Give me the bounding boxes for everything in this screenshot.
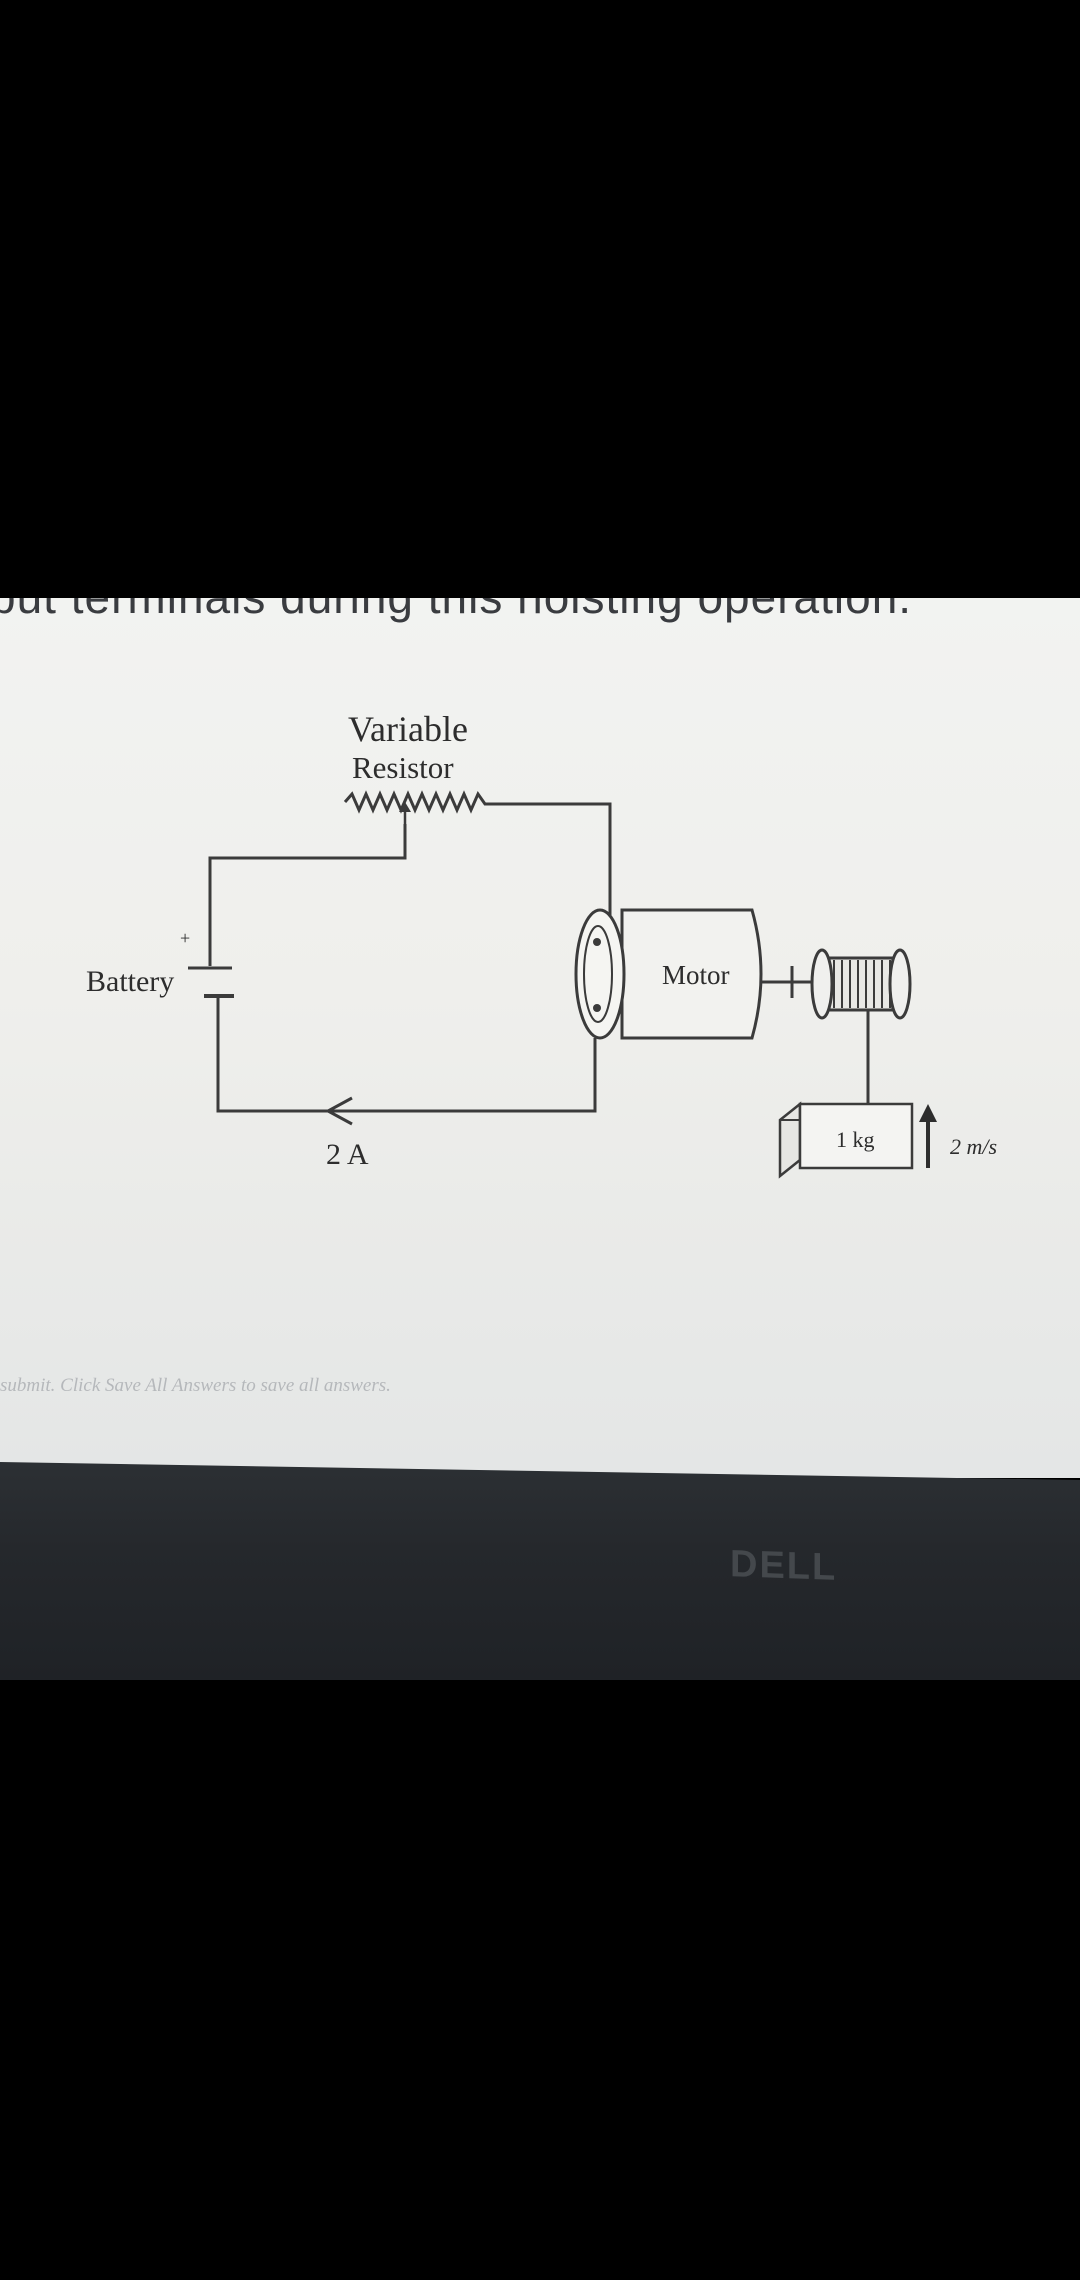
resistor-wiper-arrow-icon: [399, 802, 411, 812]
mass-block: [778, 1101, 914, 1179]
battery-label: Battery: [86, 965, 174, 998]
motor-terminal-bottom: [593, 1004, 601, 1012]
velocity-arrow-head-icon: [919, 1104, 937, 1122]
question-text: put terminals during this hoisting opera…: [0, 598, 912, 624]
motor-body: [620, 908, 763, 1040]
mass-label: 1 kg: [836, 1127, 875, 1152]
circuit-diagram: Variable Resistor Battery + Motor: [86, 709, 997, 1179]
resistor-label-line1: Variable: [348, 709, 468, 749]
motor-commutator: [583, 925, 613, 1023]
battery-plus-sign: +: [180, 928, 190, 948]
submit-instructions: submit. Click Save All Answers to save a…: [0, 1375, 391, 1396]
motor-terminal-top: [593, 938, 601, 946]
circuit-wires: [208, 802, 870, 1113]
laptop-bezel: [0, 1462, 1080, 1680]
wire-top-left: [208, 824, 407, 966]
resistor-icon: [343, 790, 490, 814]
current-arrow-icon: [324, 1096, 353, 1126]
dell-logo: DELL: [730, 1543, 838, 1589]
current-label: 2 A: [326, 1138, 369, 1171]
wire-top-right: [490, 802, 612, 916]
motor-label: Motor: [662, 960, 730, 990]
resistor-label-line2: Resistor: [352, 750, 454, 785]
velocity-label: 2 m/s: [950, 1134, 997, 1159]
wire-bottom: [216, 996, 597, 1113]
spool-icon: [810, 948, 912, 1020]
battery-icon: [188, 966, 234, 998]
laptop-screen: put terminals during this hoisting opera…: [0, 598, 1080, 1478]
